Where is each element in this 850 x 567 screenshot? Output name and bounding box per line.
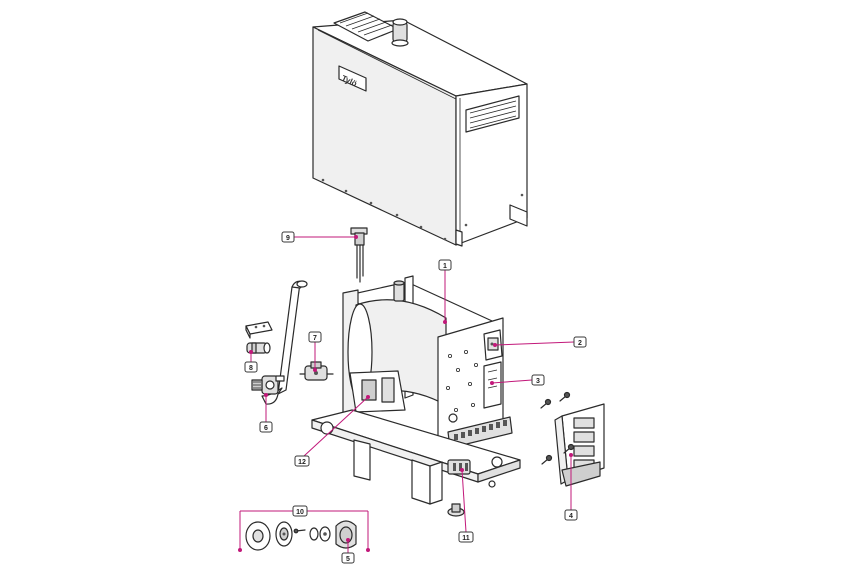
svg-text:1: 1 bbox=[443, 263, 447, 270]
svg-text:11: 11 bbox=[462, 535, 470, 542]
screw-icon bbox=[541, 454, 553, 465]
screw-icon bbox=[540, 398, 552, 409]
svg-text:7: 7 bbox=[313, 335, 317, 342]
svg-text:2: 2 bbox=[578, 340, 582, 347]
callout-10: 10 bbox=[292, 505, 308, 517]
callout-8: 8 bbox=[244, 361, 258, 373]
svg-text:5: 5 bbox=[346, 556, 350, 563]
callout-5: 5 bbox=[341, 552, 355, 564]
part-9-level-sensor bbox=[350, 227, 368, 283]
steam-generator-cover bbox=[312, 11, 528, 247]
screw-icon bbox=[559, 391, 571, 402]
callout-11: 11 bbox=[458, 531, 474, 543]
callout-6: 6 bbox=[259, 421, 273, 433]
svg-text:3: 3 bbox=[536, 378, 540, 385]
callout-7: 7 bbox=[308, 331, 322, 343]
callout-12: 12 bbox=[294, 455, 310, 467]
terminal-block bbox=[454, 420, 507, 440]
svg-text:10: 10 bbox=[296, 509, 304, 516]
svg-text:9: 9 bbox=[286, 235, 290, 242]
svg-text:8: 8 bbox=[249, 365, 253, 372]
part-4-control-unit bbox=[540, 391, 605, 487]
leader-lines bbox=[238, 235, 575, 553]
mounting-bracket bbox=[245, 321, 273, 339]
callout-4: 4 bbox=[564, 509, 578, 521]
part-7-solenoid bbox=[299, 361, 334, 381]
callout-9: 9 bbox=[281, 231, 295, 243]
screw-icon bbox=[563, 443, 575, 454]
part-6-water-inlet-pipe bbox=[251, 280, 308, 405]
svg-text:4: 4 bbox=[569, 513, 573, 520]
part-3-circuit-board bbox=[483, 361, 502, 409]
svg-text:6: 6 bbox=[264, 425, 268, 432]
svg-text:12: 12 bbox=[298, 459, 306, 466]
part-10-drain-kit bbox=[245, 520, 357, 551]
callout-3: 3 bbox=[531, 374, 545, 386]
callout-1: 1 bbox=[438, 259, 452, 271]
callout-2: 2 bbox=[573, 336, 587, 348]
